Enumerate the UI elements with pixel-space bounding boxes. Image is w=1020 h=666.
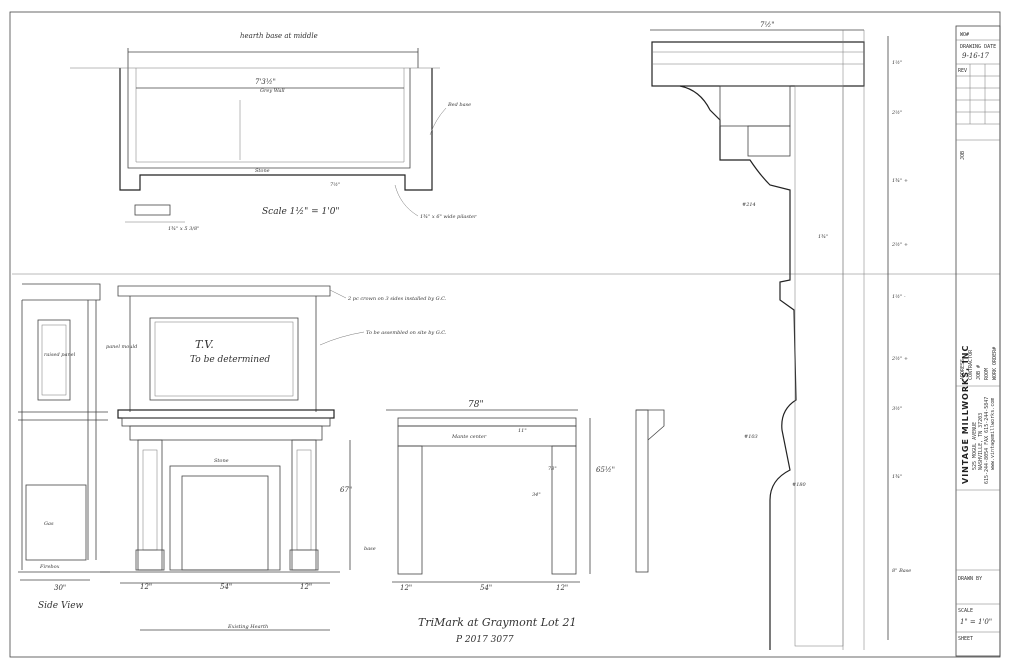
plan-scale: Scale 1½" = 1'0"	[262, 206, 340, 217]
assembled-note: To be assembled on site by G.C.	[366, 330, 447, 336]
rev-table: REV	[956, 63, 1000, 125]
prof-top: 7½"	[760, 21, 774, 29]
dim-78b: 78"	[548, 466, 557, 472]
tb-date: 9-16-17	[962, 52, 990, 60]
prof-dim-6: 2½" +	[891, 355, 908, 362]
tb-contractor-label: CONTRACTOR	[968, 349, 974, 380]
side-gas: Gas	[44, 521, 54, 527]
tb-project-label: JOB	[960, 151, 966, 160]
plan-dim-small: 7½"	[330, 181, 340, 188]
dim-12-c: 12"	[400, 584, 412, 592]
tb-address1: 525 MOGUL AVENUE	[972, 422, 978, 470]
plan-width: 7'3½"	[255, 78, 276, 86]
plan-stone: Stone	[255, 168, 270, 174]
prof-tag-214: #214	[742, 202, 756, 208]
tb-address-label: ADDRESS	[960, 359, 966, 380]
plan-pilaster: 1¾" x 6" wide pilaster	[420, 213, 477, 220]
tb-job-label: JOB #	[976, 365, 982, 380]
dim-12-d: 12"	[556, 584, 568, 592]
profile-section: 7½" #214 1¾" #103 #180 1½" 2½" 1¾" + 2½"…	[650, 21, 911, 650]
frieze-label: Mante center	[451, 434, 487, 440]
firebox-label: Firebox	[39, 564, 60, 570]
prof-tag-180: #180	[792, 482, 807, 488]
tb-sheet-label: SHEET	[958, 636, 973, 642]
prof-tag-103: #103	[744, 434, 758, 440]
side-view-label: Side View	[38, 601, 84, 611]
dim-54-a: 54"	[220, 583, 232, 591]
prof-dim-8: 1¾"	[892, 473, 902, 480]
plan-base: Bed base	[447, 102, 471, 108]
plan-title: hearth base at middle	[240, 32, 318, 40]
base-label: base	[364, 546, 376, 552]
crown-note: 2 pc crown on 3 sides installed by G.C.	[347, 296, 447, 302]
dim-11: 11"	[518, 428, 527, 434]
tb-address2: NASHVILLE, TN 37203	[978, 413, 984, 470]
dim-12-b: 12"	[300, 583, 312, 591]
front-elevation: T.V. To be determined 2 pc crown on 3 si…	[100, 285, 447, 631]
panel-mould-note: panel mould	[106, 344, 137, 350]
raised-panel-note: raised panel	[44, 352, 76, 358]
tv-label: T.V.	[195, 338, 214, 351]
prof-dim-5: 1½" -	[892, 293, 906, 300]
job-number: P 2017 3077	[455, 635, 514, 645]
tb-scale-value: 1" = 1'0"	[960, 618, 992, 626]
prof-dim-9: 8" Base	[892, 568, 911, 574]
tb-web: www.vintagemillworks.com	[990, 398, 996, 470]
client-note: TriMark at Graymont Lot 21	[418, 616, 577, 629]
dim-54-b: 54"	[480, 584, 492, 592]
prof-dim-4: 2½" +	[891, 241, 908, 248]
profile-dim-chain: 1½" 2½" 1¾" + 2½" + 1½" - 2½" + 3½" 1¾" …	[891, 59, 911, 574]
tb-phone: 615-244-8054 FAX 615-244-5847	[984, 397, 990, 484]
prof-dim-7: 3½"	[892, 405, 902, 412]
side-elevation: raised panel panel mould Gas Firebox 30"…	[18, 283, 137, 611]
plan-detail: 1¾" x 5 3/8"	[168, 225, 199, 232]
tb-date-label: DRAWING DATE	[960, 44, 996, 50]
title-block: WO# DRAWING DATE 9-16-17 REV JOB ADDRESS…	[955, 25, 1001, 657]
tb-work-order-label: WORK ORDER#	[992, 347, 998, 380]
prof-mid: 1¾"	[818, 233, 828, 240]
tb-company: VINTAGE MILLWORKS, INC	[961, 345, 970, 484]
plan-wall: Grey Wall	[260, 88, 285, 94]
side-overall-width: 30"	[54, 584, 66, 592]
tb-header: WO#	[960, 32, 969, 38]
tb-room-label: ROOM	[984, 368, 990, 380]
sheet-border	[9, 11, 1001, 658]
dim-78: 78"	[468, 400, 484, 410]
simple-elevation: 78" Mante center 11" 78" 34" 65½" 12" 54…	[386, 400, 665, 645]
dim-65: 65½"	[596, 466, 615, 474]
prof-dim-3: 1¾" +	[892, 177, 908, 184]
tb-drawn-by: DRAWN BY	[958, 576, 982, 582]
tv-sub: To be determined	[190, 355, 270, 365]
tb-scale-label: SCALE	[958, 608, 973, 614]
height-67: 67"	[340, 486, 352, 494]
dim-12-a: 12"	[140, 583, 152, 591]
existing-hearth: Existing Hearth	[227, 624, 268, 630]
prof-dim-2: 2½"	[891, 109, 902, 116]
prof-dim-1: 1½"	[892, 59, 902, 66]
stone-label: Stone	[214, 458, 229, 464]
tb-rev-label: REV	[958, 68, 967, 74]
dim-34: 34"	[532, 492, 541, 498]
plan-view: hearth base at middle 7'3½" Grey Wall St…	[70, 32, 477, 232]
